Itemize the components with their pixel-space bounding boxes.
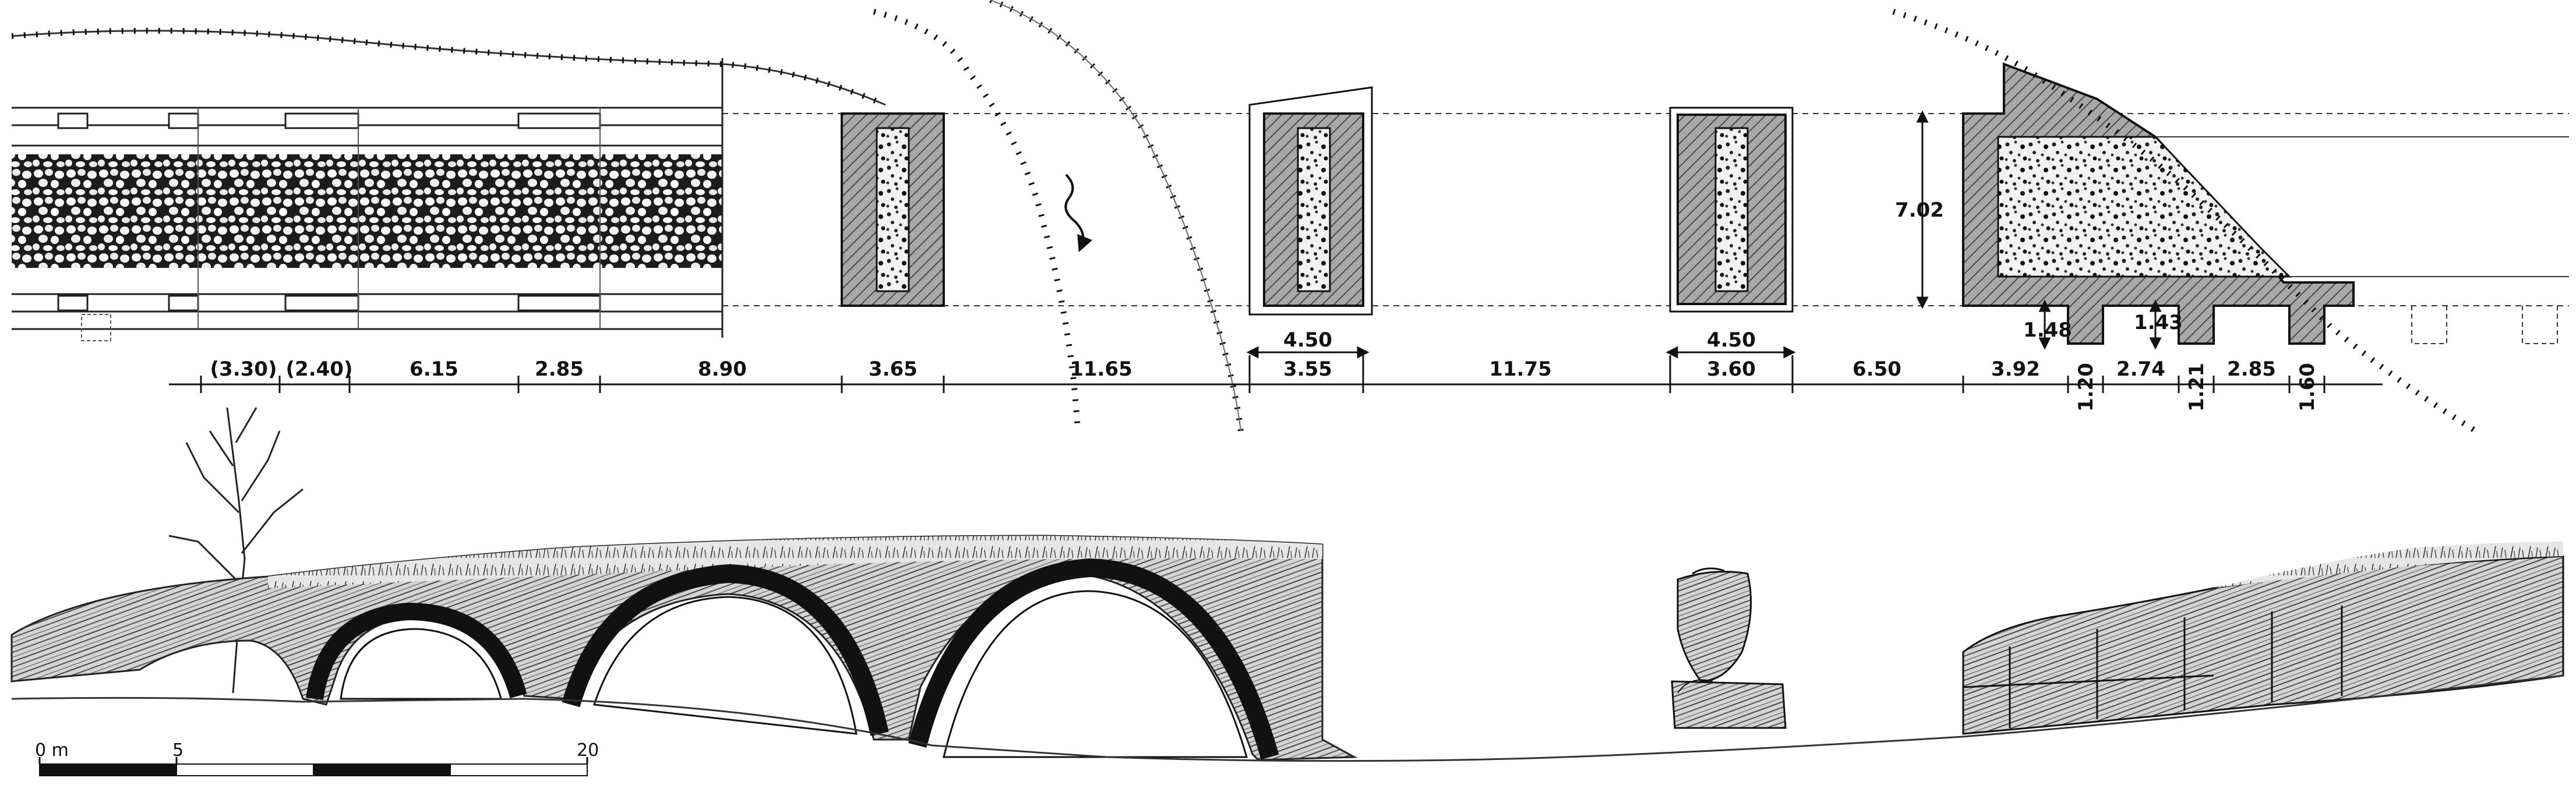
dim-11-65: 11.65 — [1070, 358, 1132, 381]
dim-11-75: 11.75 — [1489, 358, 1552, 381]
dim-3-30: (3.30) — [210, 358, 277, 381]
dim-2-40: (2.40) — [286, 358, 353, 381]
scale-label-20: 20 — [577, 740, 599, 761]
dim-1-48: 1.48 — [2023, 319, 2072, 342]
dimension-chain: (3.30) (2.40) 6.15 2.85 8.90 3.65 11.65 … — [169, 355, 2383, 412]
river-bank-right-line — [990, 0, 1241, 432]
ground-line — [11, 674, 2564, 762]
dim-1-20: 1.20 — [2074, 363, 2098, 412]
terrain-edge-left — [11, 30, 886, 106]
channel-rubble — [12, 154, 722, 268]
pier-3 — [1669, 107, 1794, 313]
pier-1 — [841, 112, 945, 307]
pier-2 — [1248, 86, 1373, 316]
dim-1-60: 1.60 — [2296, 363, 2319, 412]
flow-arrow — [1064, 174, 1093, 253]
arch-2 — [562, 564, 889, 736]
abutment — [1962, 62, 2569, 345]
dim-6-50: 6.50 — [1852, 358, 1901, 381]
dim-2-85: 2.85 — [535, 358, 584, 381]
scale-label-5: 5 — [172, 740, 184, 761]
dim-2-74: 2.74 — [2116, 358, 2165, 381]
dim-3-92: 3.92 — [1991, 358, 2040, 381]
height-dim: 7.02 — [1895, 110, 1944, 309]
pier-remnant — [1671, 567, 1787, 729]
dim-3-60: 3.60 — [1707, 358, 1756, 381]
arches — [306, 558, 1279, 760]
grass-top — [268, 536, 1322, 588]
buttress-dims: 1.48 1.43 — [2023, 299, 2183, 350]
terrain-ticks-left — [11, 27, 887, 108]
dim-6-15: 6.15 — [410, 358, 458, 381]
dim-8-90: 8.90 — [698, 358, 747, 381]
arch-1 — [306, 602, 527, 701]
dim-7-02: 7.02 — [1895, 199, 1944, 222]
dim-1-43: 1.43 — [2134, 311, 2183, 334]
arch-3 — [908, 558, 1279, 760]
dim-3-65: 3.65 — [869, 358, 918, 381]
dim-pier2-width: 4.50 — [1283, 328, 1332, 352]
plan-view: (3.30) (2.40) 6.15 2.85 8.90 3.65 11.65 … — [11, 0, 2569, 434]
scale-bar: 0 m 5 20 — [35, 740, 599, 776]
channel-left — [12, 58, 724, 341]
dim-3-55: 3.55 — [1283, 358, 1332, 381]
abutment-ruin — [1962, 542, 2564, 735]
dim-2-85-b: 2.85 — [2227, 358, 2276, 381]
dim-pier3-width: 4.50 — [1707, 328, 1756, 352]
pier-width-dims: 4.50 4.50 — [1246, 328, 1796, 359]
scale-label-0: 0 m — [35, 740, 69, 761]
elevation-view — [10, 407, 2564, 762]
dim-1-21: 1.21 — [2185, 363, 2208, 412]
